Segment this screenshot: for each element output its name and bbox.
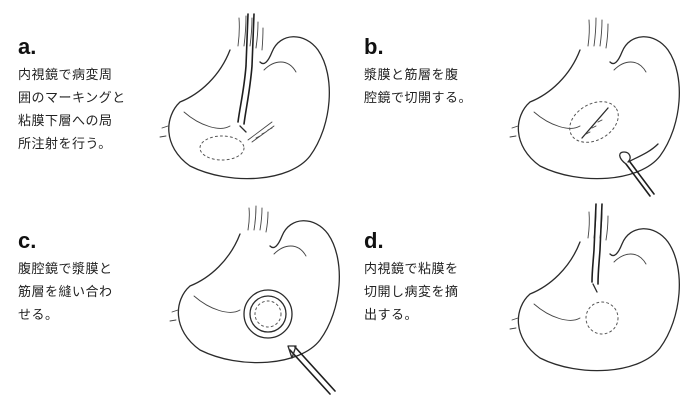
lesion-marking-a (200, 136, 244, 160)
step-b-line-2: 腔鏡で切開する。 (364, 87, 504, 110)
laparoscope-icon-b (626, 164, 650, 196)
step-panel-a: a. 内視鏡で病変周 囲のマーキングと 粘膜下層への局 所注射を行う。 (0, 0, 350, 196)
step-a-line-1: 内視鏡で病変周 (18, 64, 166, 87)
incision-area-b (562, 93, 625, 150)
step-d-line-2: 切開し病変を摘 (364, 281, 504, 304)
step-label-a: a. (18, 36, 166, 58)
step-a-line-3: 粘膜下層への局 (18, 110, 166, 133)
stomach-illustration-c (150, 200, 350, 395)
step-text-b: b. 漿膜と筋層を腹 腔鏡で切開する。 (364, 36, 504, 110)
step-label-d: d. (364, 230, 504, 252)
stomach-illustration-b (500, 6, 695, 196)
step-c-line-2: 筋層を縫い合わ (18, 281, 166, 304)
step-text-c: c. 腹腔鏡で漿膜と 筋層を縫い合わ せる。 (18, 230, 166, 327)
step-text-a: a. 内視鏡で病変周 囲のマーキングと 粘膜下層への局 所注射を行う。 (18, 36, 166, 156)
step-a-line-4: 所注射を行う。 (18, 133, 166, 156)
lesion-marking-d (586, 302, 618, 334)
step-d-line-3: 出する。 (364, 304, 504, 327)
laparoscope-icon-c (290, 350, 330, 394)
step-panel-d: d. 内視鏡で粘膜を 切開し病変を摘 出する。 (350, 196, 700, 392)
step-a-line-2: 囲のマーキングと (18, 87, 166, 110)
step-label-c: c. (18, 230, 166, 252)
stomach-illustration-d (500, 200, 695, 390)
step-label-b: b. (364, 36, 504, 58)
suture-ring-c (244, 290, 292, 338)
step-d-line-1: 内視鏡で粘膜を (364, 258, 504, 281)
step-panel-b: b. 漿膜と筋層を腹 腔鏡で切開する。 (350, 0, 700, 196)
endoscope-icon-d (592, 204, 596, 282)
step-text-d: d. 内視鏡で粘膜を 切開し病変を摘 出する。 (364, 230, 504, 327)
stomach-illustration-a (160, 6, 340, 191)
step-panel-c: c. 腹腔鏡で漿膜と 筋層を縫い合わ せる。 (0, 196, 350, 392)
step-b-line-1: 漿膜と筋層を腹 (364, 64, 504, 87)
step-c-line-3: せる。 (18, 304, 166, 327)
step-c-line-1: 腹腔鏡で漿膜と (18, 258, 166, 281)
